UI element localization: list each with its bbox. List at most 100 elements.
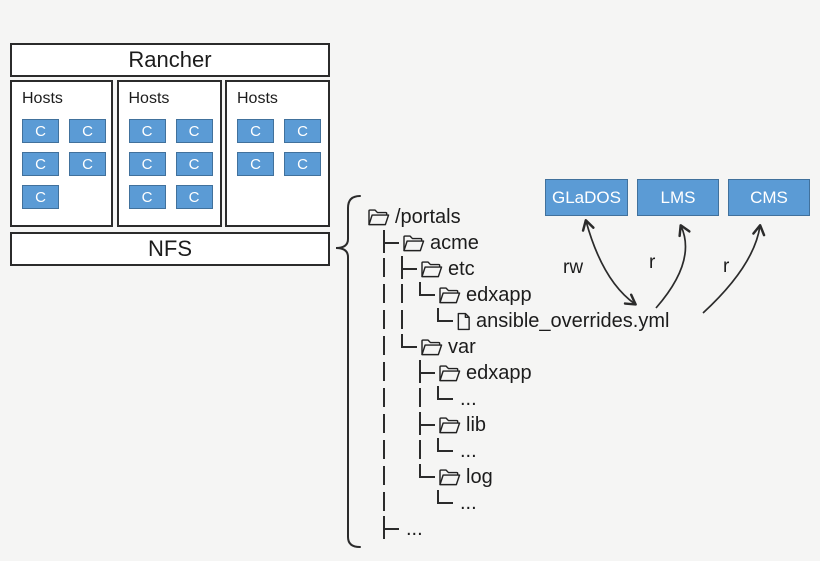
tree-branch-line	[383, 282, 401, 308]
folder-icon	[402, 234, 425, 253]
hosts-label: Hosts	[22, 90, 63, 107]
tree-connector	[383, 230, 401, 256]
tree-item: etc	[366, 256, 669, 282]
container-box: C	[69, 119, 106, 143]
tree-branch-line	[383, 334, 401, 360]
tree-indent	[419, 308, 437, 334]
tree-item-label: ...	[460, 388, 477, 410]
rancher-box: Rancher	[10, 43, 330, 77]
tree-item-label: etc	[448, 258, 475, 280]
tree-connector	[437, 490, 455, 516]
tree-connector	[419, 464, 437, 490]
tree-item: /portals	[366, 204, 669, 230]
container-box: C	[22, 119, 59, 143]
service-label: GLaDOS	[552, 187, 621, 207]
folder-icon	[438, 416, 461, 435]
tree-item: edxapp	[366, 282, 669, 308]
folder-icon	[438, 468, 461, 487]
tree-item-label: /portals	[395, 206, 461, 228]
hosts-label: Hosts	[237, 90, 278, 107]
folder-icon	[438, 364, 461, 383]
container-box: C	[128, 152, 166, 176]
container-box: C	[284, 152, 321, 176]
nfs-box: NFS	[10, 232, 330, 266]
tree-branch-line	[401, 282, 419, 308]
folder-icon	[438, 286, 461, 305]
folder-icon	[420, 260, 443, 279]
container-box: C	[128, 119, 166, 143]
container-box: C	[175, 185, 213, 209]
tree-item-label: ...	[406, 518, 423, 540]
tree-branch-line	[383, 412, 401, 438]
service-box-lms: LMS	[637, 179, 719, 216]
tree-connector	[419, 282, 437, 308]
tree-branch-line	[419, 386, 437, 412]
tree-item: ansible_overrides.yml	[366, 308, 669, 334]
tree-indent	[401, 386, 419, 412]
tree-connector	[401, 256, 419, 282]
tree-item: log	[366, 464, 669, 490]
tree-item-label: ...	[460, 492, 477, 514]
tree-item: acme	[366, 230, 669, 256]
tree-indent	[419, 490, 437, 516]
tree-branch-line	[383, 438, 401, 464]
tree-branch-line	[383, 464, 401, 490]
tree-item-label: edxapp	[466, 362, 532, 384]
tree-item: ...	[366, 516, 669, 542]
tree-item-label: lib	[466, 414, 487, 436]
tree-indent	[401, 490, 419, 516]
tree-indent	[401, 438, 419, 464]
service-label: CMS	[750, 187, 788, 207]
container-box: C	[175, 152, 213, 176]
tree-connector	[419, 360, 437, 386]
tree-branch-line	[383, 386, 401, 412]
tree-branch-line	[419, 438, 437, 464]
tree-item-label: var	[448, 336, 476, 358]
tree-connector	[383, 516, 401, 542]
service-label: LMS	[660, 187, 696, 207]
tree-indent	[401, 412, 419, 438]
tree-branch-line	[383, 490, 401, 516]
tree-item-label: ansible_overrides.yml	[476, 310, 670, 332]
tree-indent	[401, 360, 419, 386]
file-tree: /portals acme etc edxapp ansible_overrides.y…	[366, 204, 669, 542]
tree-item: ...	[366, 438, 669, 464]
container-box: C	[175, 119, 213, 143]
tree-connector	[437, 308, 455, 334]
tree-item-label: log	[466, 466, 493, 488]
tree-connector	[437, 438, 455, 464]
tree-item: lib	[366, 412, 669, 438]
tree-connector	[401, 334, 419, 360]
tree-branch-line	[383, 308, 401, 334]
tree-item-label: ...	[460, 440, 477, 462]
tree-branch-line	[383, 360, 401, 386]
arrow-label-r-cms: r	[723, 256, 730, 277]
arrow-r-cms	[702, 224, 766, 314]
tree-item-label: acme	[430, 232, 479, 254]
tree-branch-line	[383, 256, 401, 282]
container-box: C	[128, 185, 166, 209]
container-box: C	[22, 152, 59, 176]
service-box-glados: GLaDOS	[545, 179, 628, 216]
tree-item-label: edxapp	[466, 284, 532, 306]
tree-item: var	[366, 334, 669, 360]
tree-item: edxapp	[366, 360, 669, 386]
folder-icon	[367, 208, 390, 227]
file-icon	[456, 312, 471, 331]
hosts-label: Hosts	[128, 90, 170, 107]
service-box-cms: CMS	[728, 179, 810, 216]
tree-item: ...	[366, 490, 669, 516]
container-box: C	[237, 119, 274, 143]
tree-connector	[437, 386, 455, 412]
folder-icon	[420, 338, 443, 357]
tree-indent	[401, 464, 419, 490]
tree-connector	[419, 412, 437, 438]
